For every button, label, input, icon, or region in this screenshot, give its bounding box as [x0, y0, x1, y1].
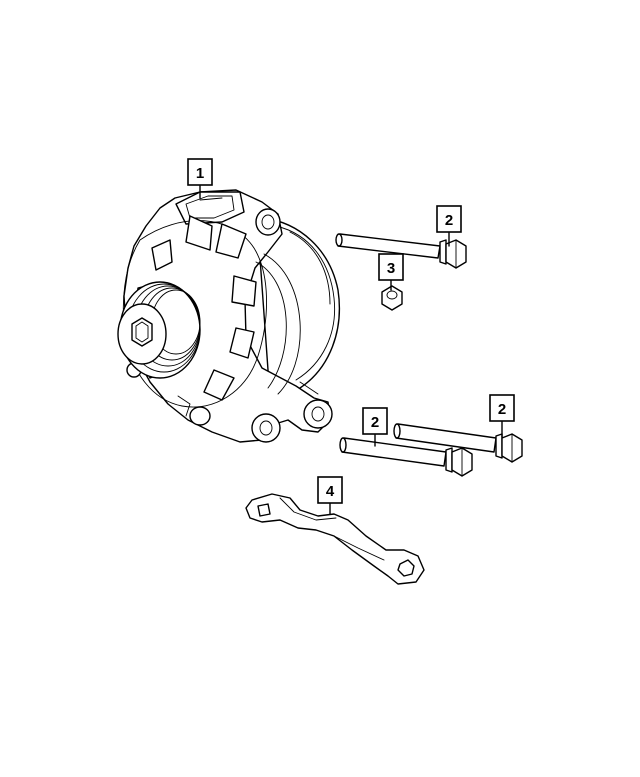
svg-text:2: 2 — [498, 401, 506, 418]
callout-1: 1 — [187, 158, 213, 186]
callout-2-lower-right: 2 — [489, 394, 515, 422]
bolt-lower-left[interactable] — [339, 437, 473, 477]
svg-text:4: 4 — [326, 483, 335, 500]
pulley — [117, 281, 201, 379]
alternator-part[interactable] — [117, 189, 341, 443]
bolt-lower-right[interactable] — [393, 423, 523, 463]
callout-2-upper: 2 — [436, 205, 462, 233]
callout-2-lower-left: 2 — [362, 407, 388, 435]
bolt-upper[interactable] — [335, 233, 467, 269]
callout-3: 3 — [378, 253, 404, 281]
bracket-part[interactable] — [245, 493, 425, 585]
washer-part[interactable] — [381, 285, 403, 311]
svg-text:1: 1 — [196, 165, 204, 182]
callout-4: 4 — [317, 476, 343, 504]
leader-lines — [199, 185, 503, 515]
svg-text:3: 3 — [387, 260, 395, 277]
svg-text:2: 2 — [371, 414, 379, 431]
svg-text:2: 2 — [445, 212, 453, 229]
